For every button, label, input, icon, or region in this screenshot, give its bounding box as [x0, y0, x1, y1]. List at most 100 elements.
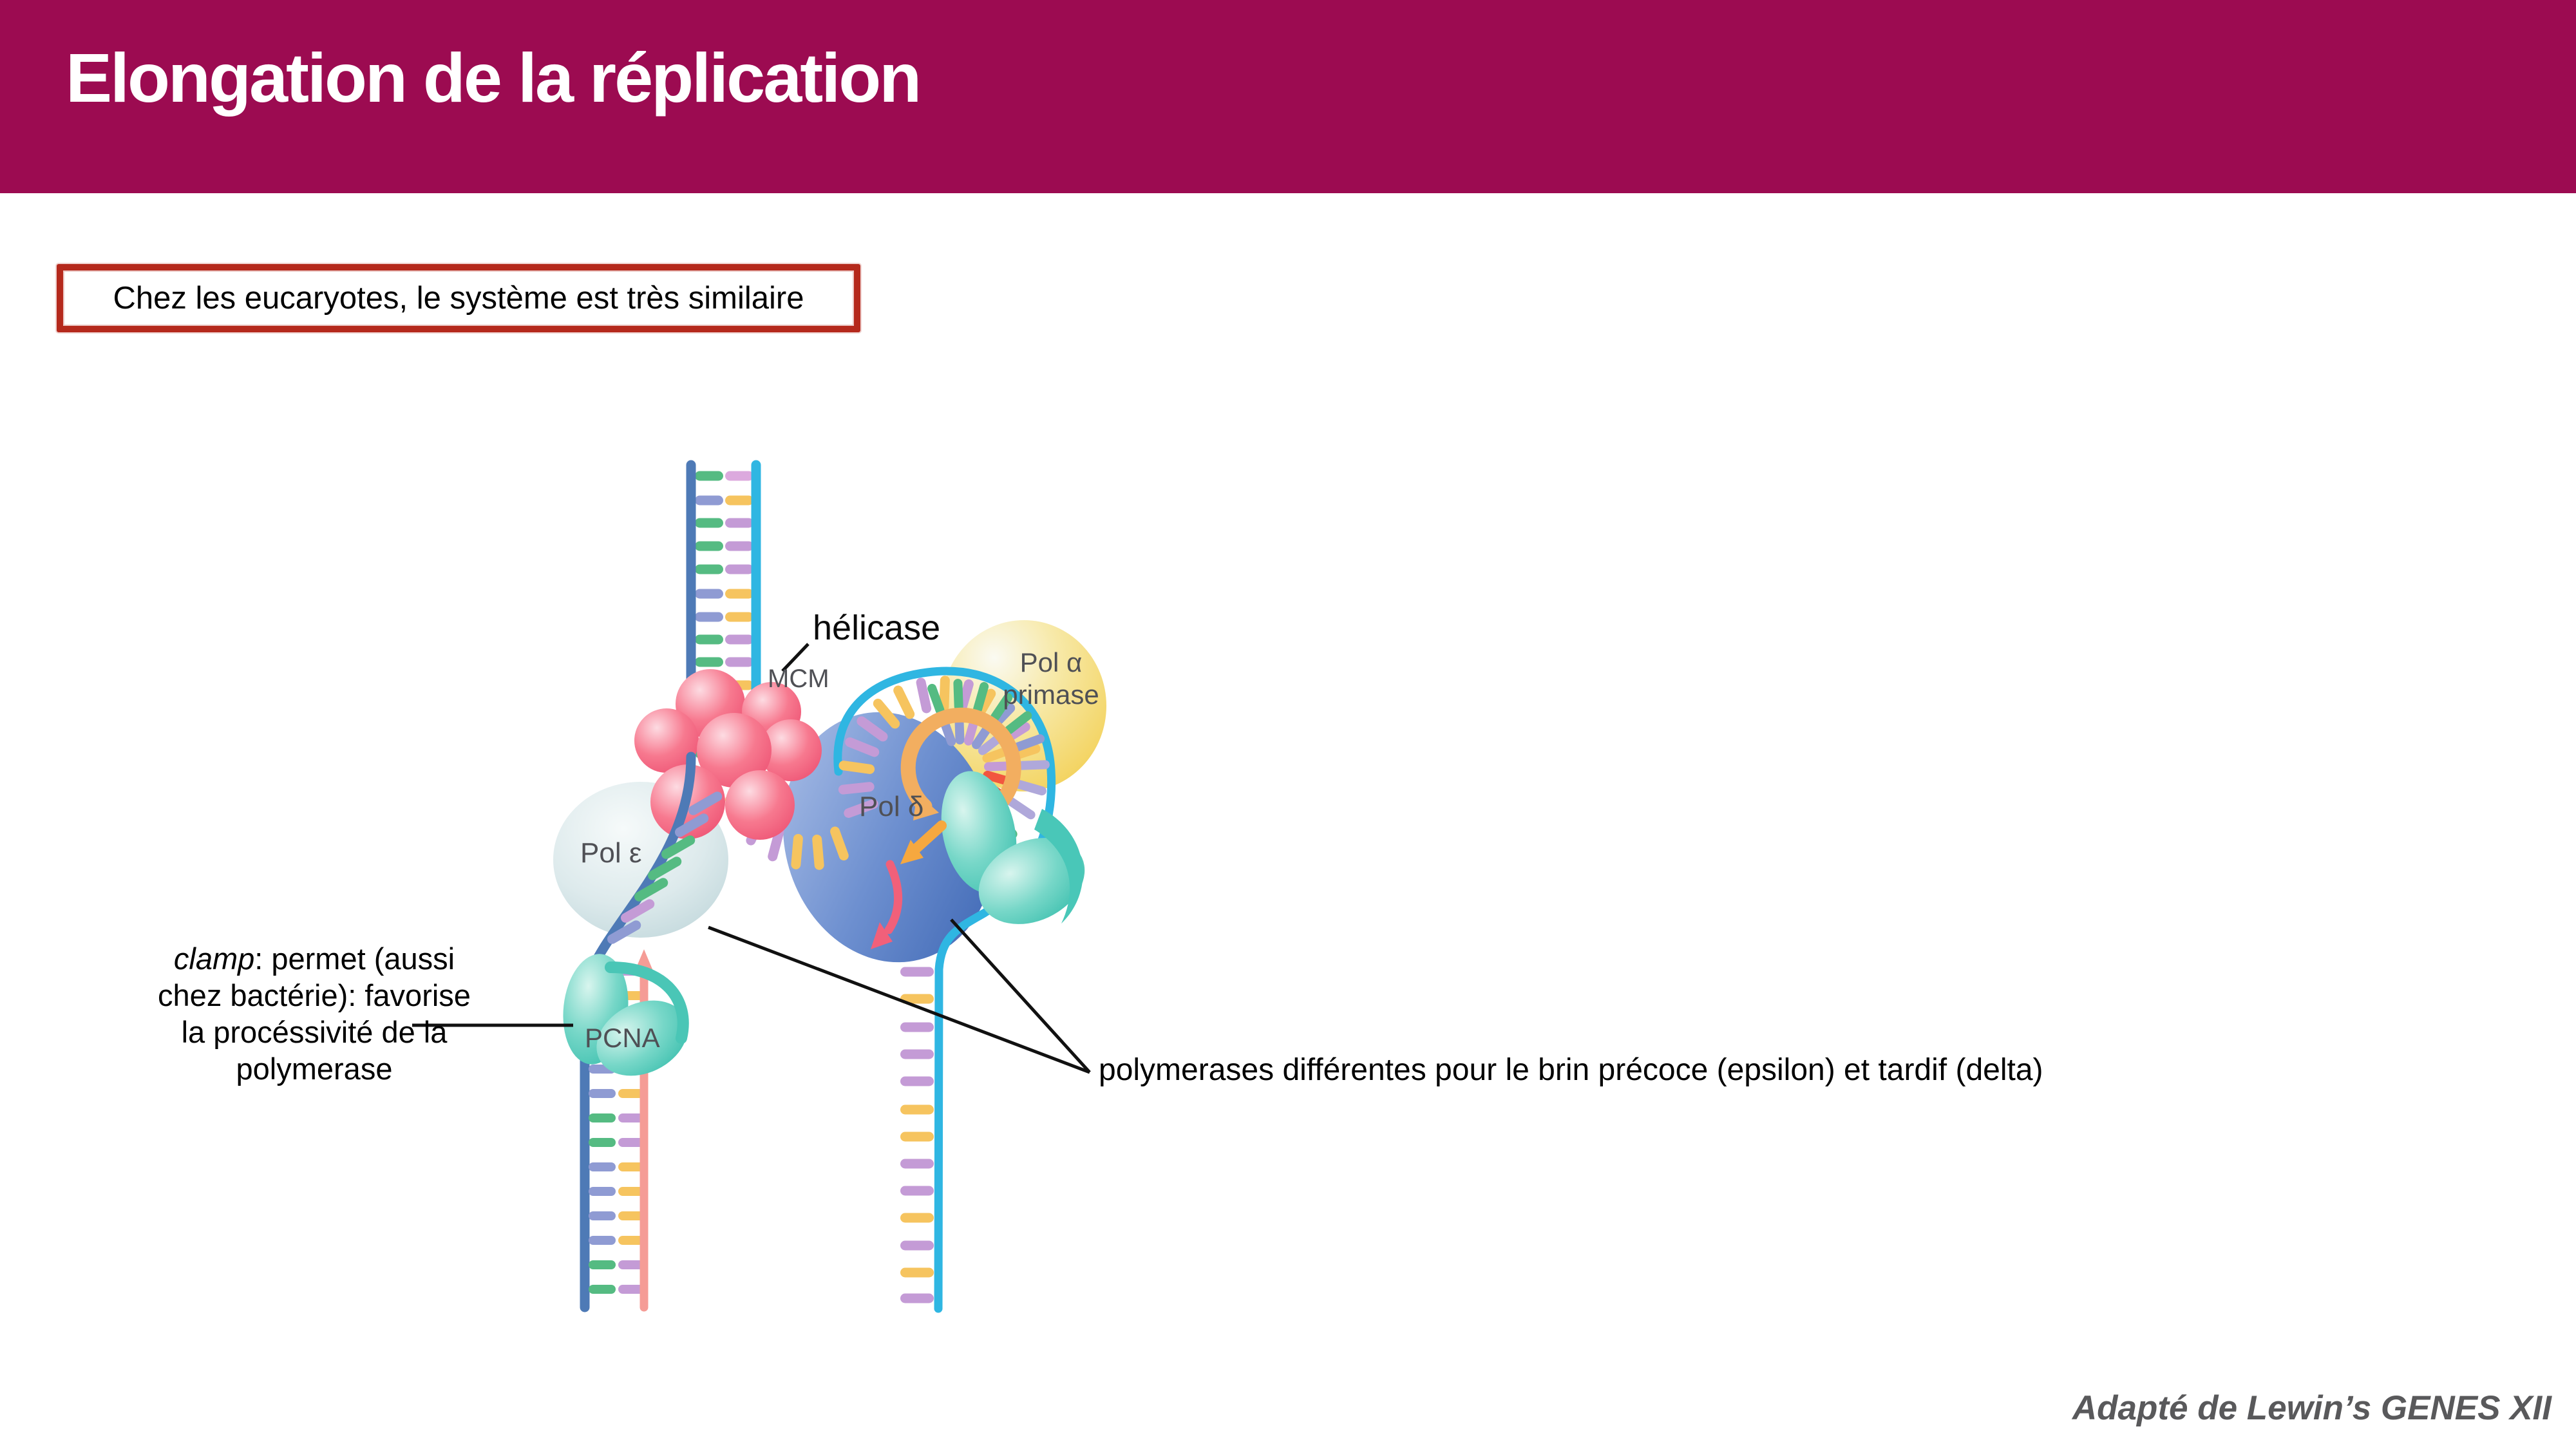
dna-rung — [695, 589, 723, 599]
clamp-annotation-line3: la procéssivité de la — [181, 1015, 448, 1049]
direction-arrows — [871, 820, 947, 949]
dna-rung — [900, 1132, 934, 1142]
primer-arrowhead-icon — [913, 793, 939, 820]
dna-rung — [725, 495, 753, 506]
dna-rung — [618, 1285, 644, 1294]
dna-rung — [725, 471, 753, 481]
dna-rung — [647, 857, 682, 880]
pol-epsilon-label: Pol ε — [580, 837, 642, 869]
dna-rung — [900, 1159, 934, 1169]
annotation-lines — [412, 643, 1091, 1074]
dna-rung — [791, 833, 803, 869]
dna-rung — [893, 685, 915, 719]
dna-rung — [916, 677, 932, 714]
dna-rung — [618, 1260, 644, 1269]
dna-rung — [618, 1113, 644, 1122]
dna-rung — [589, 1285, 616, 1294]
dna-rung — [812, 834, 824, 870]
dna-rung — [589, 1260, 616, 1269]
dna-rung — [634, 878, 668, 902]
clamp-annotation-line4: polymerase — [236, 1052, 393, 1086]
dna-rung — [589, 1162, 616, 1171]
pol-delta-arrow-icon — [900, 840, 923, 864]
dna-rung — [618, 1089, 644, 1098]
rna-primer-backbone — [900, 707, 1021, 816]
dna-rung — [927, 683, 945, 715]
dna-rung — [900, 1186, 934, 1196]
dna-rung — [900, 1022, 934, 1032]
dna-rung — [857, 716, 888, 742]
clamp-word: clamp — [173, 942, 255, 976]
dna-rung — [900, 1104, 934, 1115]
dna-rung — [618, 1138, 644, 1147]
lagging-direction-arrow-icon — [871, 922, 893, 949]
dna-rung — [900, 1076, 934, 1086]
dna-rung — [973, 682, 989, 714]
pcna-clamp-leading — [563, 954, 689, 1076]
pol-delta-label: Pol δ — [859, 791, 924, 822]
dna-rung — [695, 634, 723, 645]
dna-rung — [900, 1293, 934, 1303]
page-title: Elongation de la réplication — [66, 39, 922, 117]
dna-rung — [618, 1211, 644, 1220]
dna-rung — [607, 920, 641, 944]
dna-rung — [838, 782, 875, 795]
clamp-annotation-line1: clamp: permet (aussi — [108, 940, 520, 977]
dna-rung — [695, 541, 723, 551]
title-bar: Elongation de la réplication — [0, 0, 2576, 193]
dna-rung — [725, 657, 753, 667]
clamp-line1-rest: : permet (aussi — [254, 942, 455, 976]
dna-rung — [990, 693, 1013, 722]
mcm-label: MCM — [768, 665, 829, 693]
delta-pointer-line — [950, 918, 1091, 1074]
polymerases-annotation: polymerases différentes pour le brin pré… — [1099, 1053, 2043, 1087]
helicase-label: hélicase — [813, 609, 941, 647]
dna-rung — [674, 813, 709, 837]
dna-rung — [620, 899, 655, 923]
dna-rung — [661, 835, 696, 859]
helicase-pointer-line — [781, 643, 810, 672]
dna-rung — [695, 564, 723, 574]
dna-rung — [618, 1236, 644, 1245]
dna-rung — [695, 657, 723, 667]
dna-rung — [589, 1138, 616, 1147]
dna-rung — [768, 826, 784, 862]
dna-rung — [844, 799, 878, 819]
dna-rung — [589, 1236, 616, 1245]
dna-rung — [838, 761, 875, 774]
dna-rung — [589, 1089, 616, 1098]
attribution: Adapté de Lewin’s GENES XII — [2072, 1389, 2552, 1427]
dna-rung — [900, 1213, 934, 1223]
dna-rung — [688, 791, 723, 815]
dna-rung — [1017, 760, 1050, 770]
epsilon-pointer-line — [708, 925, 1090, 1074]
pol-alpha-primase-label: Pol α primase — [1003, 647, 1099, 711]
dna-rung — [618, 1187, 644, 1196]
dna-rung — [695, 612, 723, 622]
dna-rung — [695, 518, 723, 528]
dna-rung — [1015, 780, 1046, 796]
clamp-loader-arrow-icon — [1034, 809, 1083, 923]
dna-rung — [725, 634, 753, 645]
dna-rung — [1014, 734, 1045, 752]
dna-rung — [900, 1049, 934, 1059]
dna-rung — [900, 1240, 934, 1251]
dna-rung — [695, 471, 723, 481]
dna-rung — [725, 541, 753, 551]
callout-box: Chez les eucaryotes, le système est très… — [57, 264, 860, 332]
callout-text: Chez les eucaryotes, le système est très… — [113, 281, 804, 316]
dna-rung — [589, 1187, 616, 1196]
dna-rung — [1004, 711, 1032, 735]
dna-rung — [618, 1162, 644, 1171]
clamp-annotation-line2: chez bactérie): favorise — [158, 978, 471, 1012]
pcna-clamp-lagging — [941, 771, 1085, 924]
dna-rung — [830, 826, 849, 861]
dna-rung — [725, 612, 753, 622]
pol-alpha-label-line2: primase — [1003, 679, 1099, 710]
dna-rung — [695, 495, 723, 506]
dna-rung — [873, 698, 900, 729]
pcna-label: PCNA — [585, 1023, 660, 1053]
dna-rung — [725, 589, 753, 599]
dna-rung — [953, 679, 963, 712]
